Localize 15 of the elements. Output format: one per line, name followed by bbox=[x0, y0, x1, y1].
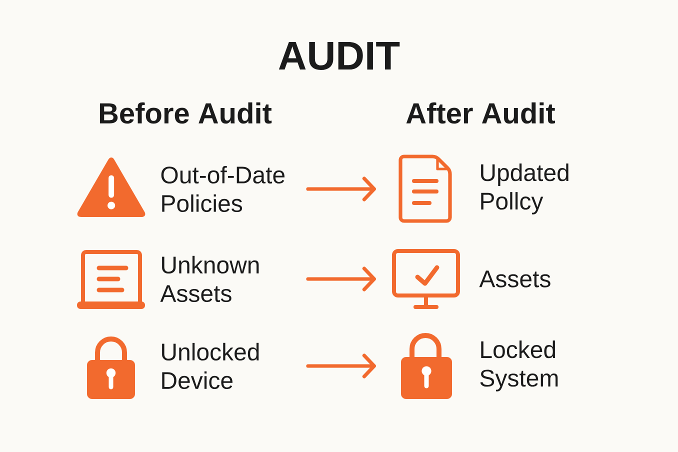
arrow bbox=[306, 266, 376, 292]
monitor-icon bbox=[392, 249, 460, 309]
title: AUDIT bbox=[278, 42, 400, 70]
document-icon bbox=[398, 154, 452, 223]
item-label: Out-of-Date Policies bbox=[161, 166, 285, 212]
item-label: Unknown Assets bbox=[160, 256, 259, 302]
item-label: Assets bbox=[479, 270, 550, 288]
item-label: Locked System bbox=[480, 340, 558, 392]
padlock-icon bbox=[401, 333, 452, 399]
item-label: Updated Pollcy bbox=[481, 164, 568, 214]
column-heading: Before Audit bbox=[100, 102, 272, 124]
arrow bbox=[306, 176, 376, 202]
column-heading: After Audit bbox=[406, 102, 556, 124]
item-label: Unlocked Device bbox=[162, 342, 259, 390]
arrow bbox=[306, 354, 376, 378]
